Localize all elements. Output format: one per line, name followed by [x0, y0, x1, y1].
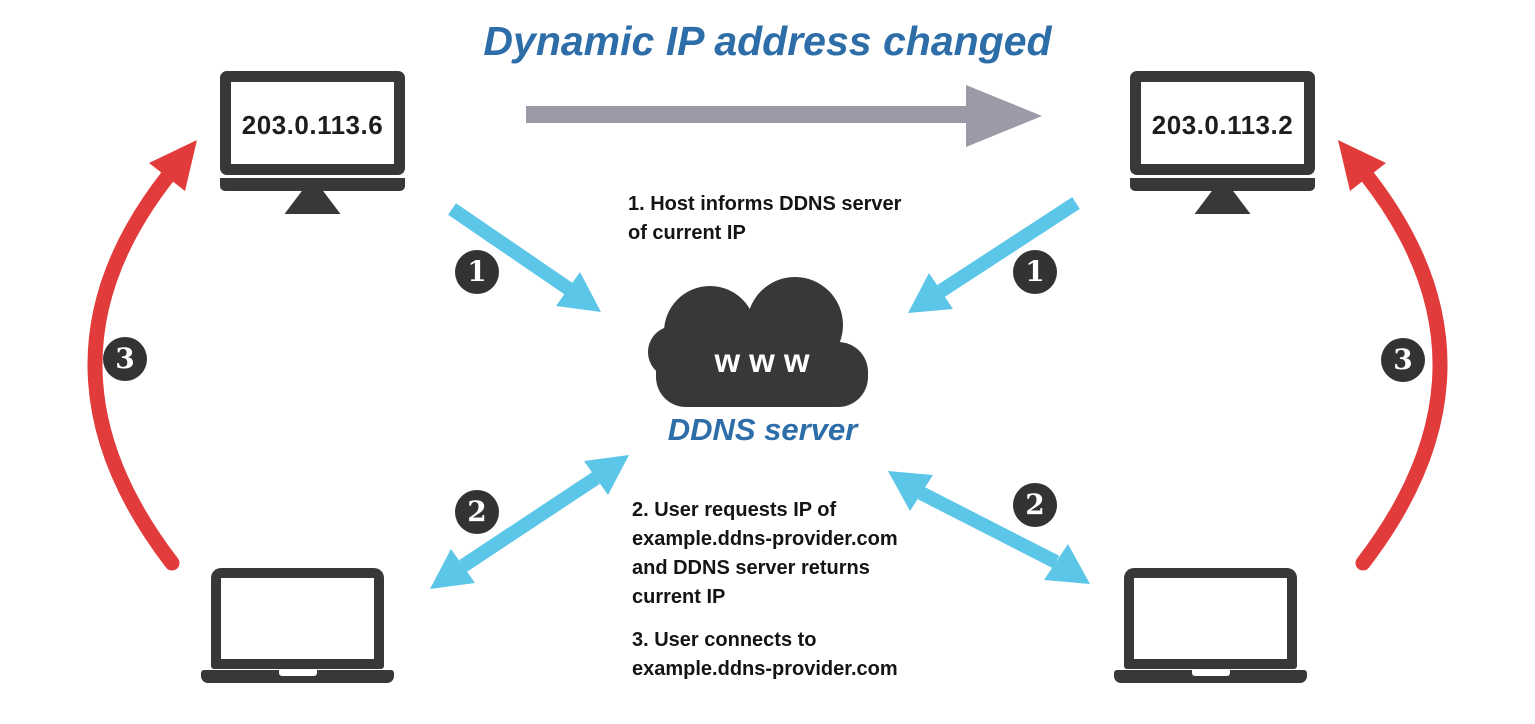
arrow-step2-left-head-top	[584, 455, 629, 495]
ddns-server-label: DDNS server	[667, 412, 858, 447]
arrow-step2-right-shaft	[917, 486, 1060, 569]
arrow-step1-right-shaft	[937, 197, 1080, 297]
note-step1: 1. Host informs DDNS server of current I…	[628, 193, 902, 244]
arrow-step1-right-head	[908, 273, 953, 313]
badge-step3-right: 3	[1381, 338, 1425, 382]
badge-step1-right: 1	[1013, 250, 1057, 294]
arrow-step2-right-head-bottom	[1044, 544, 1090, 584]
laptop-notch-left	[278, 670, 317, 676]
cloud-www-label: www	[714, 342, 819, 379]
badge-step2-right: 2	[1013, 483, 1057, 527]
ip-changed-arrow	[526, 85, 1042, 147]
arrow-step3-right	[1338, 140, 1448, 571]
ip-address-old: 203.0.113.6	[241, 109, 384, 140]
arrow-step3-right-curve	[1355, 168, 1448, 571]
laptop-user-right	[1114, 568, 1307, 683]
laptop-notch-right	[1191, 670, 1230, 676]
monitor-chin-new	[1130, 178, 1315, 191]
note-step2: 2. User requests IP of example.ddns-prov…	[632, 499, 898, 608]
badge-step2-left: 2	[455, 490, 499, 534]
arrow-step2-left	[430, 455, 629, 589]
arrow-step1-right	[908, 197, 1080, 313]
laptop-base-left	[201, 670, 394, 683]
badge-step1-left: 1	[455, 250, 499, 294]
arrow-step2-left-shaft	[459, 472, 600, 572]
arrow-step3-left	[87, 140, 197, 571]
note-step3: 3. User connects to example.ddns-provide…	[632, 629, 898, 680]
monitor-stand-new	[1194, 191, 1251, 214]
laptop-user-left	[201, 568, 394, 683]
cloud-icon	[648, 277, 868, 407]
ip-changed-arrow-head	[966, 85, 1042, 147]
arrow-step2-right-head-top	[888, 471, 933, 511]
desktop-host-old: 203.0.113.6	[220, 71, 405, 214]
laptop-screen-left	[211, 568, 384, 669]
laptop-base-right	[1114, 670, 1307, 683]
desktop-host-new: 203.0.113.2	[1130, 71, 1315, 214]
monitor-screen-old: 203.0.113.6	[220, 71, 405, 175]
laptop-screen-right	[1124, 568, 1297, 669]
monitor-screen-new: 203.0.113.2	[1130, 71, 1315, 175]
ip-changed-arrow-shaft	[526, 106, 970, 123]
monitor-stand-old	[284, 191, 341, 214]
arrow-step2-right	[888, 471, 1090, 584]
badge-step3-left: 3	[103, 337, 147, 381]
arrow-step1-left-head	[556, 272, 601, 312]
cloud-base	[656, 342, 868, 407]
arrow-step3-left-head	[149, 140, 197, 191]
diagram-title: Dynamic IP address changed	[483, 18, 1052, 64]
arrow-step2-left-head-bottom	[430, 549, 475, 589]
ip-address-new: 203.0.113.2	[1151, 109, 1294, 140]
arrow-step1-left	[448, 203, 601, 312]
arrow-step1-left-shaft	[448, 203, 573, 295]
arrow-step3-left-curve	[87, 168, 180, 571]
arrow-step3-right-head	[1338, 140, 1386, 191]
monitor-chin-old	[220, 178, 405, 191]
